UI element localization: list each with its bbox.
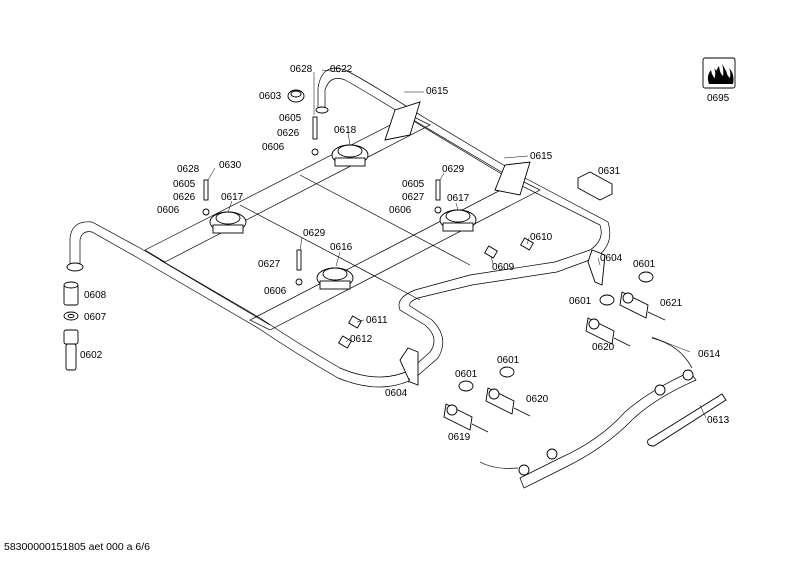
label-0610: 0610 [530, 232, 553, 243]
label-0630: 0630 [219, 160, 242, 171]
label-0629-middle: 0629 [303, 228, 326, 239]
washer-0607 [63, 311, 79, 321]
label-0614: 0614 [698, 349, 721, 360]
washer-0601-a [638, 271, 654, 283]
label-0617-left: 0617 [221, 192, 244, 203]
label-0626-left: 0626 [173, 192, 196, 203]
label-0601-top-right: 0601 [633, 259, 656, 270]
document-code: 58300000151805 aet 000 a 6/6 [4, 541, 150, 553]
label-0617-right: 0617 [447, 193, 470, 204]
label-0615-right: 0615 [530, 151, 553, 162]
label-0609: 0609 [492, 262, 515, 273]
label-0605-right: 0605 [402, 179, 425, 190]
burner-0616 [316, 267, 354, 290]
label-0606-middle: 0606 [264, 286, 287, 297]
injector-0609 [484, 245, 498, 259]
burner-0617-right [439, 209, 477, 232]
label-0608: 0608 [84, 290, 107, 301]
gas-flame-icon [702, 57, 736, 89]
label-0611: 0611 [366, 315, 388, 326]
part-labels: 0628 0622 0603 0615 0605 0618 0626 0606 … [80, 64, 730, 443]
label-0606-left: 0606 [157, 205, 180, 216]
leader-lines [207, 69, 707, 419]
label-0606-upper: 0606 [262, 142, 285, 153]
label-0628-left: 0628 [177, 164, 200, 175]
burner-support-bar [144, 114, 541, 331]
label-0626-upper: 0626 [277, 128, 300, 139]
bracket-0615-right [494, 161, 531, 196]
label-0695: 0695 [707, 93, 730, 104]
label-0622: 0622 [330, 64, 353, 75]
label-0618: 0618 [334, 125, 357, 136]
label-0629-right: 0629 [442, 164, 465, 175]
label-0604-right: 0604 [600, 253, 623, 264]
gas-valve-0619 [443, 403, 489, 433]
label-0621: 0621 [660, 298, 683, 309]
label-0615-upper: 0615 [426, 86, 449, 97]
label-0620-center: 0620 [526, 394, 549, 405]
thermocouple-left [202, 179, 210, 216]
burner-0618 [331, 144, 369, 167]
label-0605-upper: 0605 [279, 113, 302, 124]
label-0619: 0619 [448, 432, 471, 443]
nut-0603 [287, 89, 305, 103]
thermocouple-right [434, 179, 442, 214]
bracket-0604-right [587, 249, 606, 286]
thermocouple-upper [311, 116, 319, 156]
label-0604-left: 0604 [385, 388, 408, 399]
label-0616: 0616 [330, 242, 353, 253]
bracket-0604-left [399, 347, 419, 386]
label-0603: 0603 [259, 91, 282, 102]
washer-0601-b [599, 294, 615, 306]
bracket-0615-upper [384, 101, 421, 141]
injector-0611 [348, 315, 362, 329]
thermocouple-middle [295, 249, 303, 286]
label-0601-right: 0601 [569, 296, 592, 307]
label-0627-middle: 0627 [258, 259, 281, 270]
bar-0613 [647, 393, 727, 447]
label-0620-right: 0620 [592, 342, 615, 353]
gas-valve-0620-center [485, 387, 531, 417]
label-0631: 0631 [598, 166, 621, 177]
hose-connector-0602 [63, 329, 79, 371]
gas-pipe-frame [66, 67, 611, 388]
label-0605-left: 0605 [173, 179, 196, 190]
washer-0601-d [499, 366, 515, 378]
gas-valve-0620-right [585, 317, 631, 347]
label-0613: 0613 [707, 415, 730, 426]
label-0606-right: 0606 [389, 205, 412, 216]
injector-0612 [338, 335, 352, 349]
label-0601-center-left: 0601 [455, 369, 478, 380]
fitting-0608 [63, 281, 79, 306]
label-0627-right: 0627 [402, 192, 425, 203]
valve-rail-0614 [479, 337, 697, 489]
label-0607: 0607 [84, 312, 107, 323]
connector-0631 [577, 171, 613, 201]
label-0602: 0602 [80, 350, 103, 361]
burner-0617-left [209, 211, 247, 234]
label-0612: 0612 [350, 334, 373, 345]
label-0628-upper: 0628 [290, 64, 313, 75]
gas-valve-0621 [619, 291, 666, 321]
washer-0601-c [458, 380, 474, 392]
label-0601-center-right: 0601 [497, 355, 520, 366]
